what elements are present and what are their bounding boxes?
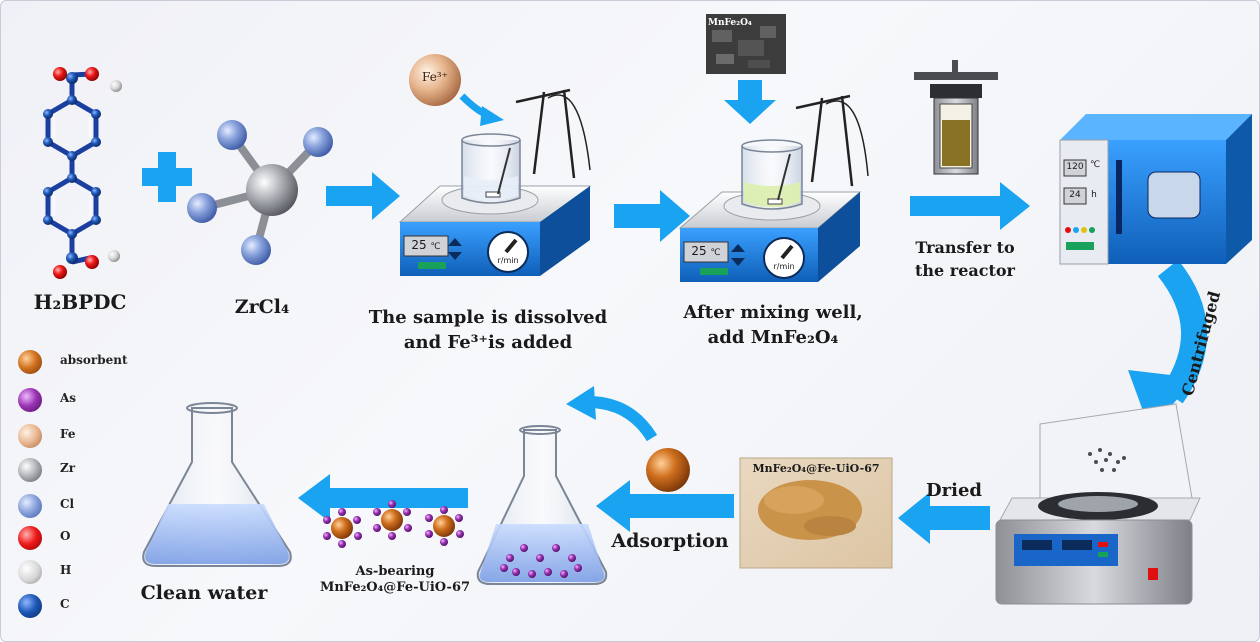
arrow-right-3 [910, 182, 1030, 230]
legend-swatch-zr [18, 458, 42, 482]
legend-label: C [60, 597, 70, 611]
arrow-left-clean [298, 474, 468, 522]
label-step1-line2: and Fe³⁺is added [403, 332, 573, 353]
oven-time-unit: h [1091, 190, 1097, 200]
legend-swatch-c [18, 594, 42, 618]
magnetic-stirrer-2 [678, 94, 869, 282]
arrow-curve-fe [459, 93, 504, 126]
stirrer2-speed-unit: r/min [773, 262, 795, 271]
legend-item: As [18, 388, 158, 412]
legend-label: As [60, 391, 77, 405]
stirrer1-temp-display: 25 ℃ [404, 238, 448, 252]
legend-item: Fe [18, 424, 158, 448]
arrow-left-adsorption [596, 480, 734, 532]
label-step1-line1: The sample is dissolved [368, 307, 608, 328]
oven-temp-readout: 120 [1066, 162, 1084, 172]
legend-item: Zr [18, 458, 158, 482]
plus-icon [142, 152, 192, 202]
label-transfer-line1: Transfer to [915, 238, 1015, 257]
arrow-curve-absorbent [566, 386, 658, 442]
legend-item: absorbent [18, 350, 158, 374]
legend-label: Zr [60, 461, 76, 475]
label-clean-water: Clean water [140, 582, 268, 604]
arrow-right-1 [326, 172, 400, 220]
legend-label: H [60, 563, 72, 577]
h2bpdc-molecule [43, 67, 122, 279]
legend-label: O [60, 529, 71, 543]
zrcl4-molecule [187, 120, 333, 265]
product-powder-photo [739, 457, 893, 569]
sem-image-inset [706, 14, 786, 74]
autoclave-reactor [914, 60, 998, 175]
label-step2-line1: After mixing well, [683, 302, 863, 323]
legend-swatch-fe [18, 424, 42, 448]
label-fe-ion: Fe³⁺ [422, 70, 448, 84]
oven-time-readout: 24 [1069, 190, 1081, 200]
label-as-bearing-line1: As-bearing [355, 564, 435, 579]
label-step2: After mixing well, add MnFe₂O₄ [668, 300, 878, 350]
stirrer2-temp-unit: ℃ [710, 248, 721, 258]
label-as-bearing-line2: MnFe₂O₄@Fe-UiO-67 [319, 580, 471, 595]
legend-item: H [18, 560, 158, 584]
drying-oven [1059, 114, 1252, 265]
arrow-right-2 [614, 190, 690, 242]
stirrer1-temp: 25 [411, 238, 427, 252]
legend-item: O [18, 526, 158, 550]
label-step1: The sample is dissolved and Fe³⁺is added [358, 305, 618, 355]
as-bearing-particles [323, 500, 464, 548]
label-transfer-line2: the reactor [915, 261, 1015, 280]
legend-swatch-as [18, 388, 42, 412]
arrow-left-dried [898, 492, 990, 544]
legend-label: absorbent [60, 353, 128, 367]
label-transfer: Transfer to the reactor [900, 236, 1030, 282]
label-h2bpdc: H₂BPDC [33, 290, 127, 314]
arrow-down-mnfe2o4 [724, 80, 776, 124]
stirrer1-temp-unit: ℃ [430, 242, 441, 252]
label-sem-inset: MnFe₂O₄ [708, 18, 752, 28]
adsorption-flask [476, 425, 608, 585]
label-zrcl4: ZrCl₄ [234, 296, 290, 318]
stirrer1-speed-unit: r/min [497, 256, 519, 265]
centrifuge [995, 403, 1201, 605]
label-adsorption: Adsorption [611, 530, 729, 552]
label-product-photo: MnFe₂O₄@Fe-UiO-67 [752, 462, 880, 475]
magnetic-stirrer-1 [398, 88, 591, 276]
stirrer2-temp: 25 [691, 244, 707, 258]
label-step2-line2: add MnFe₂O₄ [707, 327, 839, 348]
label-dried: Dried [926, 480, 982, 501]
clean-water-flask [142, 402, 292, 567]
legend-item: Cl [18, 494, 158, 518]
fe-ion-ball [409, 54, 461, 106]
legend-swatch-absorbent [18, 350, 42, 374]
legend-swatch-o [18, 526, 42, 550]
oven-temp-unit: ℃ [1089, 160, 1101, 170]
label-as-bearing: As-bearing MnFe₂O₄@Fe-UiO-67 [300, 564, 490, 596]
legend-label: Fe [60, 427, 76, 441]
legend-label: Cl [60, 497, 75, 511]
legend-swatch-h [18, 560, 42, 584]
stirrer2-temp-display: 25 ℃ [684, 244, 728, 258]
legend-item: C [18, 594, 158, 618]
absorbent-ball [646, 448, 690, 492]
legend-swatch-cl [18, 494, 42, 518]
